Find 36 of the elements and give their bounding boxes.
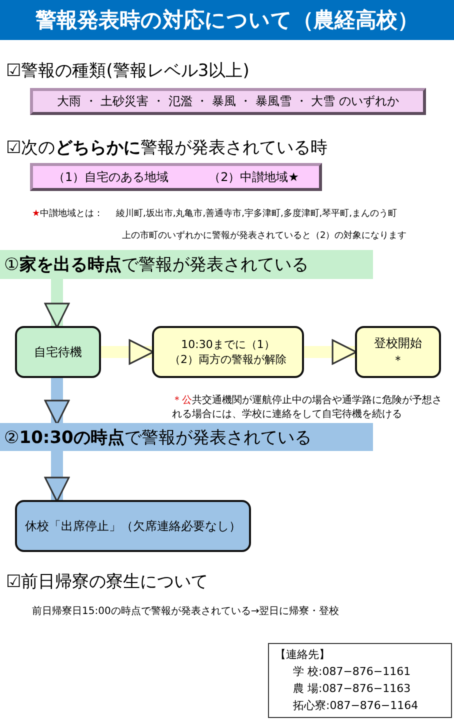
node-text: 休校「出席停止」（欠席連絡必要なし） [25,518,241,534]
phone-number: 農 場:087−876−1163 [292,681,412,697]
condition-band [0,250,373,279]
section-heading: ☑警報の種類(警報レベル3以上) [6,60,250,82]
phone-number: 学 校:087−876−1161 [292,664,412,680]
section-heading: ☑次のどちらかに警報が発表されている時 [6,137,328,159]
arrow [44,378,70,426]
node-text: （2）中讃地域★ [208,168,299,186]
node-text: 10:30までに（1）（2）両方の警報が解除 [168,337,288,367]
contact-heading: 【連絡先】 [275,647,331,663]
arrow [101,339,154,365]
area-box [30,163,322,191]
title: 警報発表時の対応について（農経高校） [0,0,454,40]
node-text: ②10:30の時点で警報が発表されている [4,426,312,448]
node-text: （1）自宅のある地域 [52,168,169,186]
process-box [15,500,251,552]
node-text: ①家を出る時点で警報が発表されている [4,254,308,276]
phone-number: 拓心寮:087−876−1164 [292,698,420,714]
arrow [304,339,358,365]
node-text: 登校開始＊ [373,335,423,369]
node-text: 大雨 ・ 土砂災害 ・ 氾濫 ・ 暴風 ・ 暴風雪 ・ 大雪 のいずれか [57,93,399,110]
contact-box [268,643,452,718]
section-heading: ☑前日帰寮の寮生について [6,571,208,593]
note-text: ＊公共交通機関が運航停止中の場合や通学路に危険が予想される場合には、学校に連絡をして自宅待機を続ける [172,394,442,421]
footnote-text: ★中讃地域とは： [32,208,104,220]
note-text: 前日帰寮日15:00の時点で警報が発表されている→翌日に帰寮・登校 [32,604,340,618]
process-box [15,326,101,378]
process-box [152,326,304,378]
arrow [44,451,70,502]
footnote-text: 上の市町のいずれかに警報が発表されていると（2）の対象になります [122,230,407,242]
arrow [44,279,70,328]
condition-band [0,423,373,451]
node-text: 自宅待機 [34,344,82,360]
process-box [355,326,441,378]
footnote-text: 綾川町,坂出市,丸亀市,善通寺市,宇多津町,多度津町,琴平町,まんのう町 [116,207,398,220]
hazard-list-box [30,88,426,115]
